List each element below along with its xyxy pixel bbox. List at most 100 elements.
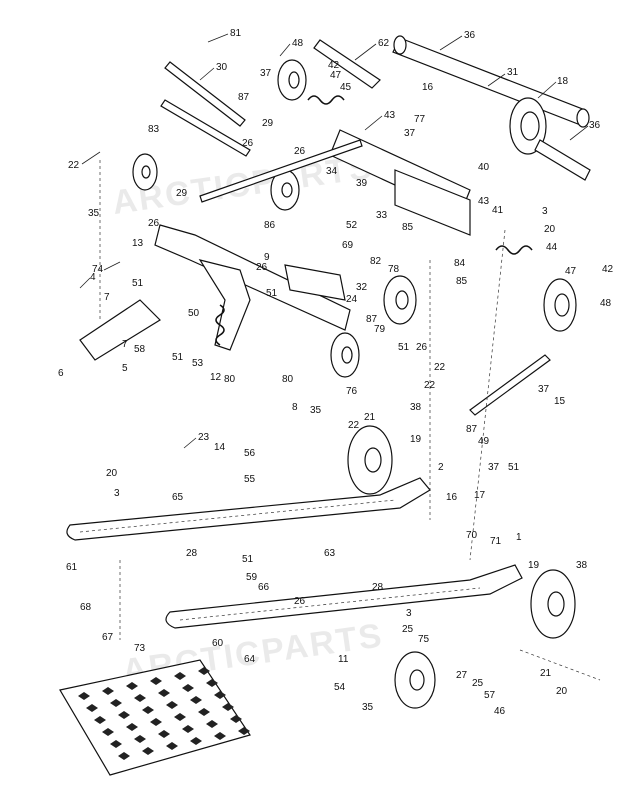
traction-stud (158, 689, 170, 697)
part-label: 85 (402, 222, 414, 233)
part-label: 35 (362, 702, 374, 713)
part-label: 87 (238, 92, 250, 103)
part-label: 79 (374, 324, 386, 335)
part-label: 14 (214, 442, 226, 453)
part-label: 22 (434, 362, 446, 373)
part-label: 1 (516, 532, 522, 543)
part-label: 37 (538, 384, 550, 395)
part-label: 65 (172, 492, 184, 503)
part-label: 25 (402, 624, 414, 635)
part-label: 42 (328, 60, 340, 71)
part-label: 48 (600, 298, 612, 309)
part-label: 38 (576, 560, 588, 571)
part-label: 22 (68, 160, 80, 171)
part-label: 80 (282, 374, 294, 385)
traction-stud (134, 694, 146, 702)
traction-stud (206, 679, 218, 687)
traction-stud (222, 703, 234, 711)
part-label: 75 (418, 634, 430, 645)
part-label: 6 (58, 368, 64, 379)
part-label: 25 (472, 678, 484, 689)
part-label: 3 (542, 206, 548, 217)
part-label: 40 (478, 162, 490, 173)
part-label: 81 (230, 28, 242, 39)
traction-stud (174, 672, 186, 680)
part-label: 77 (414, 114, 426, 125)
part-label: 38 (410, 402, 422, 413)
traction-stud (142, 706, 154, 714)
part-label: 70 (466, 530, 478, 541)
traction-stud (214, 691, 226, 699)
part-label: 22 (424, 380, 436, 391)
traction-stud (198, 667, 210, 675)
part-label: 61 (66, 562, 78, 573)
part-label: 20 (106, 468, 118, 479)
part-label: 56 (244, 448, 256, 459)
part-label: 44 (546, 242, 558, 253)
part-label: 59 (246, 572, 258, 583)
part-label: 49 (478, 436, 490, 447)
traction-stud (166, 742, 178, 750)
part-label: 58 (134, 344, 146, 355)
part-label: 51 (398, 342, 410, 353)
traction-stud (190, 737, 202, 745)
part-label: 16 (446, 492, 458, 503)
part-label: 19 (410, 434, 422, 445)
part-label: 26 (294, 146, 306, 157)
part-label: 85 (456, 276, 468, 287)
traction-stud (174, 713, 186, 721)
traction-stud (166, 701, 178, 709)
part-label: 47 (565, 266, 577, 277)
traction-stud (150, 677, 162, 685)
traction-stud (182, 725, 194, 733)
part-label: 80 (224, 374, 236, 385)
part-label: 17 (474, 490, 486, 501)
traction-stud (238, 727, 250, 735)
part-label: 45 (340, 82, 352, 93)
part-label: 21 (540, 668, 552, 679)
part-label: 43 (478, 196, 490, 207)
part-label: 46 (494, 706, 506, 717)
slide-rail-right (165, 564, 523, 629)
part-label: 7 (122, 339, 128, 350)
part-label: 30 (216, 62, 228, 73)
part-label: 19 (528, 560, 540, 571)
part-label: 7 (104, 292, 110, 303)
traction-stud (182, 684, 194, 692)
part-label: 24 (346, 294, 358, 305)
part-label: 39 (356, 178, 368, 189)
part-label: 22 (348, 420, 360, 431)
traction-stud (150, 718, 162, 726)
part-label: 37 (404, 128, 416, 139)
part-label: 3 (114, 488, 120, 499)
part-label: 29 (176, 188, 188, 199)
part-label: 74 (92, 264, 104, 275)
traction-stud (110, 699, 122, 707)
part-label: 3 (406, 608, 412, 619)
part-label: 15 (554, 396, 566, 407)
upper-idler-assembly (132, 35, 591, 332)
part-label: 48 (292, 38, 304, 49)
part-label: 82 (370, 256, 382, 267)
part-label: 16 (422, 82, 434, 93)
part-label: 51 (132, 278, 144, 289)
part-label: 51 (242, 554, 254, 565)
part-label: 26 (294, 596, 306, 607)
part-label: 63 (324, 548, 336, 559)
slide-rail-left (66, 477, 431, 541)
traction-stud (126, 682, 138, 690)
traction-stud (78, 692, 90, 700)
part-label: 36 (589, 120, 601, 131)
part-label: 13 (132, 238, 144, 249)
part-label: 43 (384, 110, 396, 121)
traction-stud (198, 708, 210, 716)
part-label: 42 (602, 264, 614, 275)
part-label: 20 (556, 686, 568, 697)
traction-stud (118, 711, 130, 719)
part-label: 71 (490, 536, 502, 547)
part-label: 11 (338, 654, 349, 665)
traction-stud (230, 715, 242, 723)
traction-stud (110, 740, 122, 748)
part-label: 68 (80, 602, 92, 613)
